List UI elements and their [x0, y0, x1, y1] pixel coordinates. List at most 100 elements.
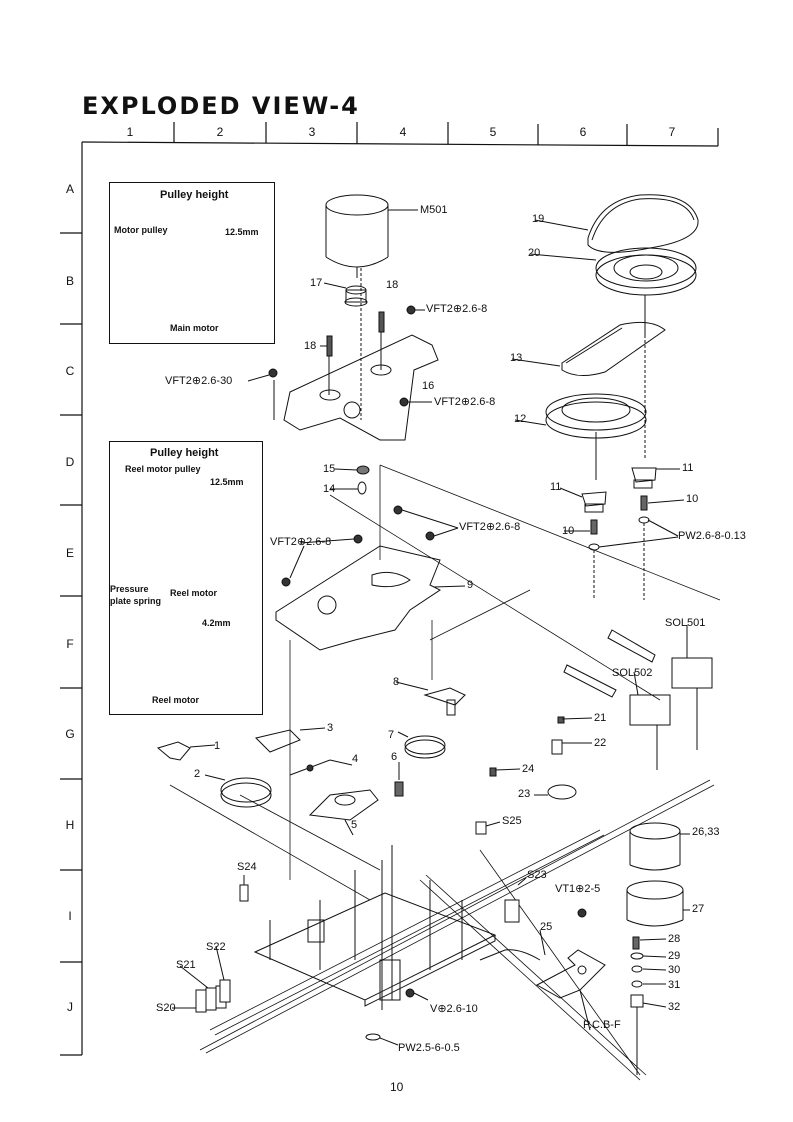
callout-3: 3	[327, 722, 334, 734]
guide-lines	[289, 464, 721, 880]
chassis-plate-9	[275, 545, 466, 651]
callout-30: 30	[668, 964, 681, 976]
callout-1: 1	[214, 740, 221, 752]
callout-11a: 11	[682, 462, 694, 474]
springs-18	[320, 311, 385, 395]
inset-reel-title: Pulley height	[150, 447, 219, 459]
grid-col-1: 1	[126, 125, 134, 139]
grid-col-4: 4	[399, 125, 407, 139]
callout-s23: S23	[527, 869, 547, 881]
grid-col-5: 5	[489, 125, 497, 139]
small-parts-1-8	[156, 681, 466, 836]
callout-28: 28	[668, 933, 681, 945]
callout-10b: 10	[562, 525, 575, 537]
callout-17: 17	[310, 277, 323, 289]
callout-s21: S21	[176, 959, 196, 971]
grid-row-g: G	[65, 727, 75, 741]
inset-reel-dimension-1: 12.5mm	[210, 477, 244, 487]
callout-16: 16	[422, 380, 435, 392]
callout-27: 27	[692, 903, 705, 915]
inset-spring-label-1: Pressure	[110, 584, 149, 594]
callout-s24: S24	[237, 861, 257, 873]
callout-32: 32	[668, 1001, 681, 1013]
grid-col-3: 3	[308, 125, 316, 139]
capstan-motor-27	[626, 822, 690, 1075]
callout-18a: 18	[386, 279, 399, 291]
callout-23: 23	[518, 788, 531, 800]
inset-reel-motor-label-1: Reel motor	[170, 588, 218, 598]
callout-24: 24	[522, 763, 535, 775]
inset-main-dimension: 12.5mm	[225, 227, 259, 237]
callout-washer-bottom: PW2.5-6-0.5	[398, 1042, 460, 1054]
callout-26-33: 26,33	[692, 826, 720, 838]
screws	[268, 305, 587, 998]
callout-screw-top-right: VFT2⊕2.6-8	[426, 303, 488, 315]
grid-row-c: C	[65, 364, 75, 378]
solenoids	[563, 625, 713, 770]
callout-21: 21	[594, 712, 607, 724]
callout-9: 9	[467, 579, 474, 591]
callout-screw-mid: VFT2⊕2.6-8	[434, 396, 496, 408]
rails	[169, 779, 715, 1081]
callout-12: 12	[514, 413, 527, 425]
callout-10a: 10	[686, 493, 699, 505]
pulley-15-and-shaft-14	[330, 465, 370, 495]
callout-s22: S22	[206, 941, 226, 953]
inset-reel-pulley-label: Reel motor pulley	[125, 464, 201, 474]
grid-col-6: 6	[579, 125, 587, 139]
grid-row-h: H	[65, 818, 75, 832]
page-number: 10	[390, 1080, 404, 1094]
callout-5: 5	[351, 819, 358, 831]
grid-col-2: 2	[216, 125, 224, 139]
callout-19: 19	[532, 213, 545, 225]
callout-pcb-f: P.C.B-F	[583, 1019, 621, 1031]
page-title: EXPLODED VIEW-4	[82, 92, 360, 120]
callout-sol501: SOL501	[665, 617, 706, 629]
inset-reel-dimension-2: 4.2mm	[202, 618, 231, 628]
inset-reel-motor-label-2: Reel motor	[152, 695, 200, 705]
washer-bottom	[365, 1033, 399, 1046]
inset-main-motor-label: Main motor	[170, 323, 219, 333]
switch-leaders	[172, 821, 527, 1009]
callout-sol502: SOL502	[612, 667, 653, 679]
callout-6: 6	[391, 751, 398, 763]
main-motor-m501	[325, 194, 418, 420]
grid-row-e: E	[65, 546, 74, 560]
inset-reel-motor-pulley	[109, 441, 263, 715]
callout-screw-left: VFT2⊕2.6-30	[165, 375, 233, 387]
callout-31: 31	[668, 979, 681, 991]
screw-leaders	[247, 309, 459, 1001]
callout-7: 7	[388, 729, 395, 741]
grid-row-b: B	[65, 274, 74, 288]
small-parts-21-24	[489, 716, 593, 800]
pulley-17	[323, 282, 368, 307]
callout-washer: PW2.6-8-0.13	[678, 530, 746, 542]
callout-13: 13	[510, 352, 523, 364]
switches	[195, 821, 520, 1013]
callout-29: 29	[668, 950, 681, 962]
callout-22: 22	[594, 737, 607, 749]
grid-row-d: D	[65, 455, 75, 469]
inset-main-pulley-label: Motor pulley	[114, 225, 168, 235]
inset-main-title: Pulley height	[160, 189, 229, 201]
inset-spring-label-2: plate spring	[110, 596, 162, 606]
callout-11b: 11	[550, 481, 562, 493]
callout-8: 8	[393, 676, 400, 688]
callout-screw-e-right: VFT2⊕2.6-8	[459, 521, 521, 533]
callout-2: 2	[194, 768, 201, 780]
grid-row-j: J	[67, 1000, 73, 1014]
callout-15: 15	[323, 463, 336, 475]
chassis-plate-top	[273, 334, 439, 441]
callout-s25: S25	[502, 815, 522, 827]
callout-screw-e-left: VFT2⊕2.6-8	[270, 536, 332, 548]
callout-s20: S20	[156, 1002, 176, 1014]
callout-screw-vt: VT1⊕2-5	[555, 883, 601, 895]
reel-tables-11	[559, 467, 685, 600]
grid-row-i: I	[68, 909, 72, 923]
callout-18b: 18	[304, 340, 317, 352]
callout-20: 20	[528, 247, 541, 259]
inset-main-motor-pulley	[109, 182, 275, 344]
callout-4: 4	[352, 753, 359, 765]
callout-screw-v: V⊕2.6-10	[430, 1003, 478, 1015]
pcb-f-board	[479, 929, 606, 1031]
